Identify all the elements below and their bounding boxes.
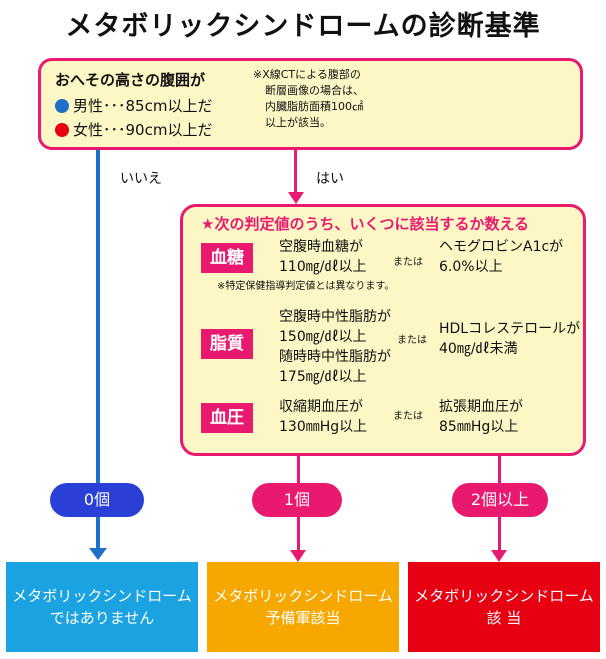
ct-note-line: 以上が該当。 [265,116,331,129]
or-label: または [393,411,423,422]
hba1c-criterion: ヘモグロビンA1cが 6.0%以上 [439,237,563,277]
count-one-badge: 1個 [252,483,342,517]
criterion-line: 空腹時中性脂肪が [279,309,391,325]
page-title: メタボリックシンドロームの診断基準 [65,11,541,42]
result-line: メタボリックシンドローム [213,587,393,605]
criterion-line: 拡張期血圧が [439,399,523,415]
lipid-tag: 脂質 [201,329,253,359]
fasting-glucose-criterion: 空腹時血糖が 110㎎/㎗以上 [279,237,366,277]
criterion-line: HDLコレステロールが [439,321,581,337]
ct-note-line: 内臓脂肪面積100㎠ [265,100,363,113]
male-criterion-text: 男性･･･85cm以上だ [73,97,213,115]
blood-sugar-tag: 血糖 [201,243,253,273]
random-triglyceride-criterion: 随時時中性脂肪が 175㎎/㎗以上 [279,347,391,387]
no-branch-line [96,150,100,550]
systolic-criterion: 収縮期血圧が 130㎜Hg以上 [279,397,367,437]
diastolic-criterion: 拡張期血圧が 85㎜Hg以上 [439,397,523,437]
blood-sugar-note: ※特定保健指導判定値とは異なります。 [217,281,395,292]
red-dot-icon [55,123,69,137]
criterion-line: 収縮期血圧が [279,399,363,415]
or-label: または [397,335,427,346]
blue-dot-icon [55,99,69,113]
ct-note-line: ※X線CTによる腹部の [253,68,361,81]
criteria-title: ★次の判定値のうち、いくつに該当するか数える [201,215,529,233]
criterion-line: 6.0%以上 [439,259,503,275]
or-label: または [393,257,423,268]
arrow-down-icon [491,550,507,562]
arrow-down-icon [288,192,304,204]
criterion-line: 110㎎/㎗以上 [279,259,367,275]
criterion-line: ヘモグロビンA1cが [439,239,564,255]
result-line: 該 当 [486,609,522,627]
criterion-line: 空腹時血糖が [279,239,363,255]
arrow-down-icon [290,550,306,562]
criterion-line: 175㎎/㎗以上 [279,369,367,385]
count-zero-badge: 0個 [50,483,144,517]
hdl-criterion: HDLコレステロールが 40㎎/㎗未満 [439,319,580,359]
result-line: ではありません [49,609,155,627]
result-prediabetic-reserve: メタボリックシンドローム 予備軍該当 [207,562,399,652]
result-not-metabolic: メタボリックシンドローム ではありません [6,562,198,652]
female-criterion-text: 女性･･･90cm以上だ [73,121,213,139]
criteria-box: ★次の判定値のうち、いくつに該当するか数える 血糖 空腹時血糖が 110㎎/㎗以… [180,204,586,456]
no-label: いいえ [120,171,162,187]
ct-note-line: 断層画像の場合は、 [265,84,364,97]
waist-question-box: おへその高さの腹囲が 男性･･･85cm以上だ 女性･･･90cm以上だ ※X線… [38,58,583,150]
blood-pressure-tag: 血圧 [201,403,253,433]
yes-branch-line [294,150,297,194]
criterion-line: 40㎎/㎗未満 [439,341,518,357]
criterion-line: 150㎎/㎗以上 [279,329,367,345]
fasting-triglyceride-criterion: 空腹時中性脂肪が 150㎎/㎗以上 [279,307,391,347]
criterion-line: 随時時中性脂肪が [279,349,391,365]
result-metabolic: メタボリックシンドローム 該 当 [408,562,600,652]
result-line: メタボリックシンドローム [414,587,594,605]
count-two-plus-badge: 2個以上 [452,483,548,517]
ct-note: ※X線CTによる腹部の 断層画像の場合は、 内臓脂肪面積100㎠ 以上が該当。 [253,67,383,131]
criterion-line: 85㎜Hg以上 [439,419,519,435]
result-line: 予備軍該当 [265,609,341,627]
criterion-line: 130㎜Hg以上 [279,419,368,435]
arrow-down-icon [89,548,107,560]
male-criterion: 男性･･･85cm以上だ [55,95,212,116]
result-line: メタボリックシンドローム [12,587,192,605]
yes-label: はい [316,171,344,187]
female-criterion: 女性･･･90cm以上だ [55,119,212,140]
waist-question-title: おへその高さの腹囲が [55,71,206,89]
